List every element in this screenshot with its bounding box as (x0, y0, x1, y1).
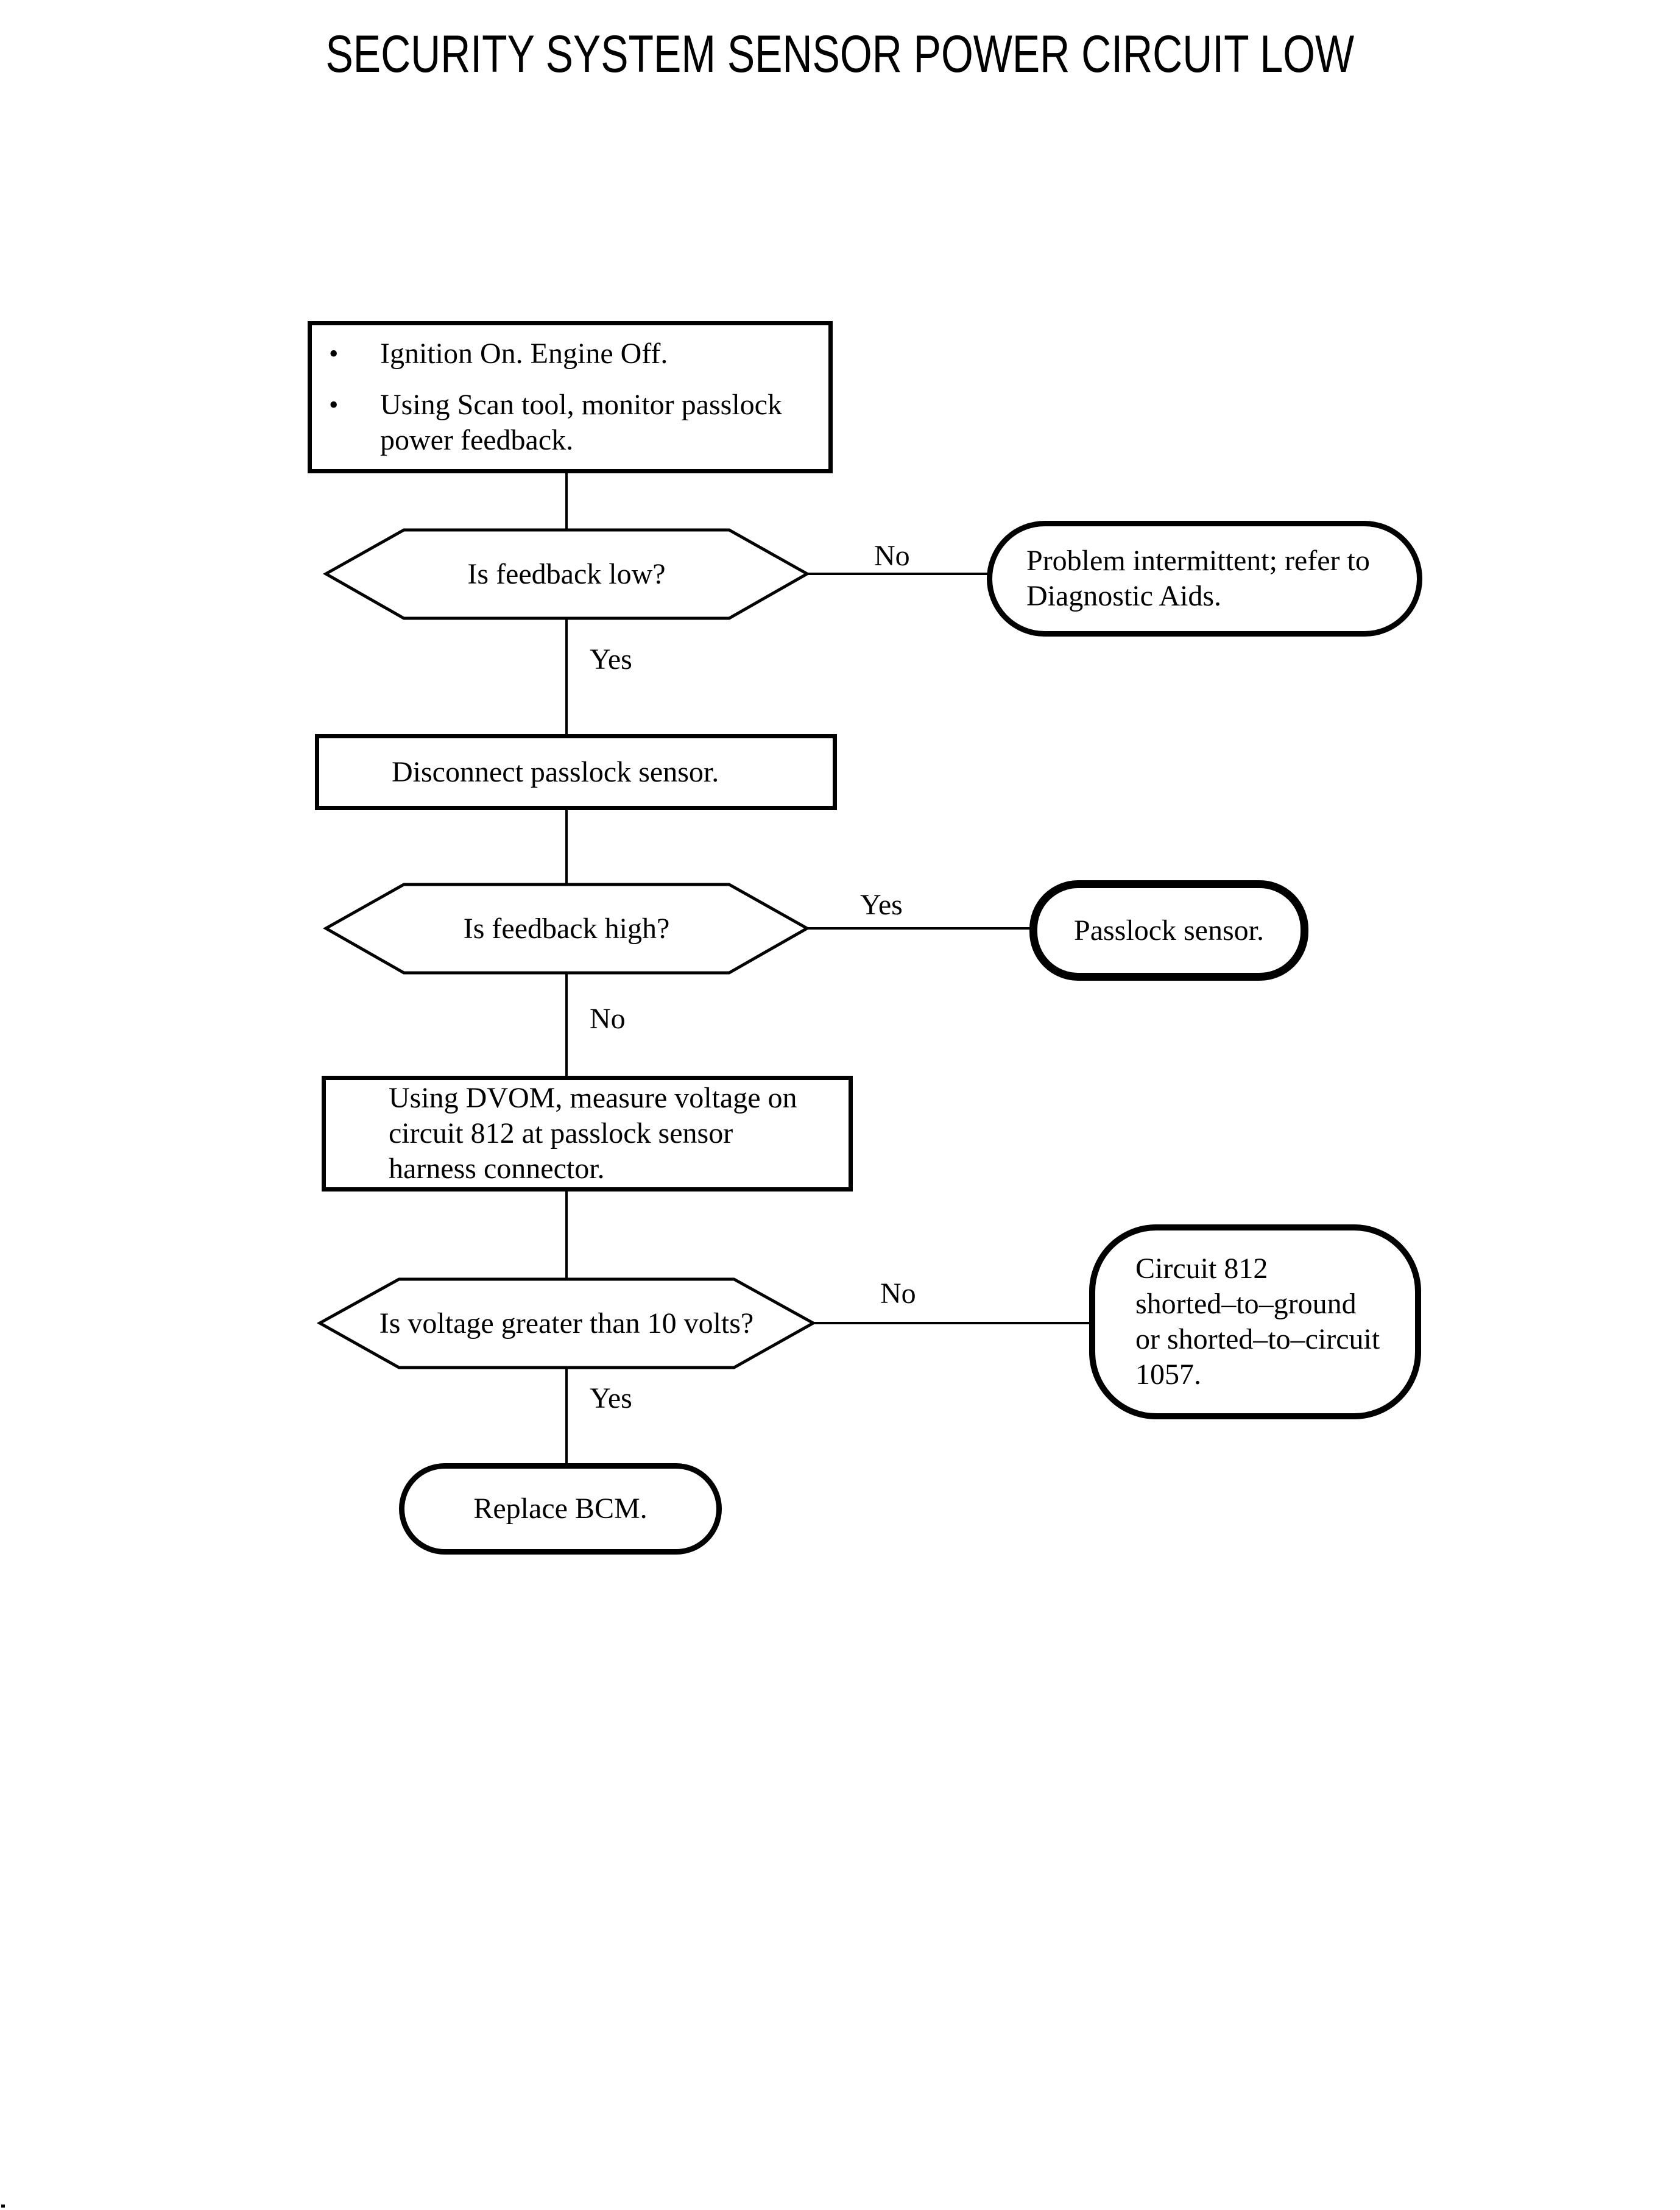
list-item: • Ignition On. Engine Off. (329, 336, 828, 372)
edge-label-yes-decision1: Yes (590, 643, 632, 676)
start-bullet-text: Using Scan tool, monitor passlock power … (380, 389, 782, 456)
edge-label-no-decision3: No (880, 1277, 916, 1310)
edge-label-yes-decision2: Yes (860, 889, 903, 921)
decision2-hexagon (322, 883, 811, 975)
start-bullet-text: Ignition On. Engine Off. (380, 337, 668, 370)
decision2-question: Is feedback high? (326, 884, 807, 973)
action-disconnect-text: Disconnect passlock sensor. (392, 755, 719, 788)
edge-label-no-decision2: No (590, 1003, 626, 1035)
edge-label-yes-decision3: Yes (590, 1382, 632, 1414)
result-intermittent-pill: Problem intermittent; refer to Diagnosti… (987, 521, 1422, 637)
start-instructions-box: • Ignition On. Engine Off. • Using Scan … (308, 321, 833, 473)
scan-artifact-dot (1, 2205, 5, 2208)
action-measure-voltage-text: Using DVOM, measure voltage on circuit 8… (389, 1082, 797, 1185)
edge-label-no-decision1: No (874, 540, 910, 572)
list-item: • Using Scan tool, monitor passlock powe… (329, 387, 828, 458)
result-passlock-sensor-text: Passlock sensor. (1074, 914, 1264, 947)
bullet-icon: • (329, 390, 339, 420)
decision3-question-text: Is voltage greater than 10 volts? (379, 1307, 754, 1340)
action-disconnect-box: Disconnect passlock sensor. (315, 734, 837, 810)
action-measure-voltage-box: Using DVOM, measure voltage on circuit 8… (322, 1076, 853, 1191)
decision3-hexagon (316, 1277, 817, 1369)
decision1-question: Is feedback low? (326, 530, 807, 618)
decision3-question: Is voltage greater than 10 volts? (320, 1279, 813, 1368)
result-passlock-sensor-pill: Passlock sensor. (1029, 880, 1308, 981)
decision1-question-text: Is feedback low? (467, 557, 666, 590)
result-intermittent-text: Problem intermittent; refer to Diagnosti… (1026, 545, 1370, 612)
bullet-icon: • (329, 339, 339, 369)
result-replace-bcm-pill: Replace BCM. (399, 1463, 722, 1555)
decision1-hexagon (322, 528, 811, 620)
page-title: SECURITY SYSTEM SENSOR POWER CIRCUIT LOW (325, 25, 1355, 83)
result-circuit-short-text: Circuit 812 shorted–to–ground or shorted… (1135, 1252, 1380, 1391)
result-replace-bcm-text: Replace BCM. (473, 1492, 648, 1525)
decision2-question-text: Is feedback high? (463, 912, 670, 945)
result-circuit-short-pill: Circuit 812 shorted–to–ground or shorted… (1089, 1224, 1421, 1419)
